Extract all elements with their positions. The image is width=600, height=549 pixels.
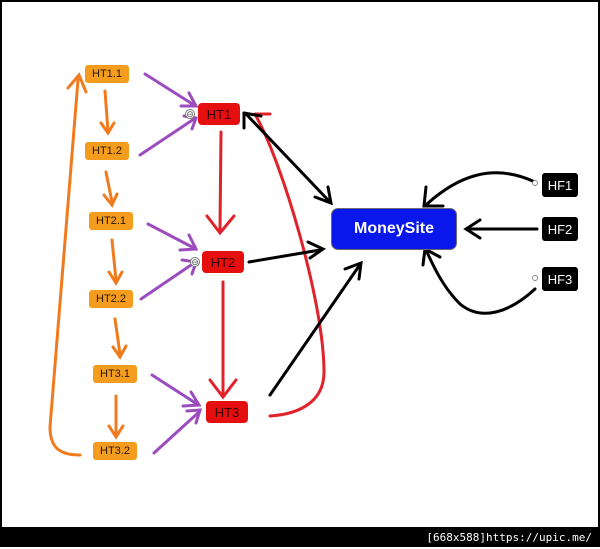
node-ht3_2[interactable]: HT3.2	[93, 442, 137, 460]
arrow-ht1-to-ht2	[218, 130, 223, 232]
arrow-ht2-to-money	[247, 248, 322, 264]
arrow-ht3_2-to-ht3	[152, 410, 201, 455]
node-hf3[interactable]: HF3	[542, 267, 578, 291]
connector-dot	[532, 275, 538, 281]
node-hf2[interactable]: HF2	[542, 217, 578, 241]
arrowhead	[107, 424, 125, 440]
node-ht2_2[interactable]: HT2.2	[89, 290, 133, 308]
arrow-ht3-to-ht1-loop	[254, 114, 326, 418]
arrowhead	[463, 218, 482, 240]
arrowhead	[179, 91, 199, 108]
collapse-toggle-icon[interactable]: ⊖	[190, 257, 200, 267]
node-ht1_2[interactable]: HT1.2	[85, 142, 129, 160]
arrow-ht3_1-to-ht3	[150, 373, 199, 406]
arrow-ht1_2-to-ht2_1	[104, 170, 114, 204]
node-ht2[interactable]: HT2	[202, 251, 244, 273]
arrowhead	[306, 240, 327, 260]
node-ht2_1[interactable]: HT2.1	[89, 212, 133, 230]
arrow-hf1-to-money	[425, 171, 537, 206]
node-hf1[interactable]: HF1	[542, 173, 578, 197]
arrow-ht1_2-to-ht1	[138, 117, 196, 157]
orange-chain-arrows	[48, 72, 128, 457]
arrowhead	[111, 344, 128, 360]
arrowhead	[178, 233, 199, 252]
arrow-ht1_1-to-ht1	[143, 72, 196, 107]
arrow-ht3-to-money	[268, 264, 361, 397]
arrow-hf3-to-money	[425, 250, 537, 315]
arrowhead	[185, 408, 203, 425]
arrowhead	[313, 185, 333, 206]
node-ht1_1[interactable]: HT1.1	[85, 65, 129, 83]
node-ht3_1[interactable]: HT3.1	[93, 365, 137, 383]
connector-dot	[532, 180, 538, 186]
arrowhead	[343, 260, 363, 281]
arrowhead	[208, 378, 238, 400]
arrowhead	[66, 72, 88, 94]
watermark-text: [668x588]https://upic.me/	[426, 531, 592, 544]
arrowhead	[205, 214, 236, 236]
arrow-ht2_1-to-ht2_2	[110, 238, 118, 282]
arrowhead	[242, 111, 263, 118]
arrow-ht1-to-money	[245, 113, 331, 203]
arrowhead	[181, 390, 202, 408]
arrow-ht1_1-to-ht1_2	[103, 89, 110, 133]
arrowhead	[99, 121, 116, 136]
node-ht3[interactable]: HT3	[206, 401, 248, 423]
arrow-ht2_2-to-ht2	[139, 261, 196, 301]
arrowhead	[107, 270, 124, 286]
arrow-ht2_2-to-ht3_1	[113, 317, 122, 356]
arrowhead	[422, 185, 445, 208]
arrow-ht3_2-to-ht1_1-loop	[48, 78, 82, 457]
arrow-ht2_1-to-ht2	[146, 222, 196, 250]
collapse-toggle-icon[interactable]: ⊖	[185, 109, 195, 119]
arrowhead	[102, 192, 119, 208]
arrowhead	[421, 246, 442, 267]
node-money-site[interactable]: MoneySite	[332, 209, 456, 249]
node-ht1[interactable]: HT1	[198, 103, 240, 125]
black-arrows	[242, 111, 539, 397]
